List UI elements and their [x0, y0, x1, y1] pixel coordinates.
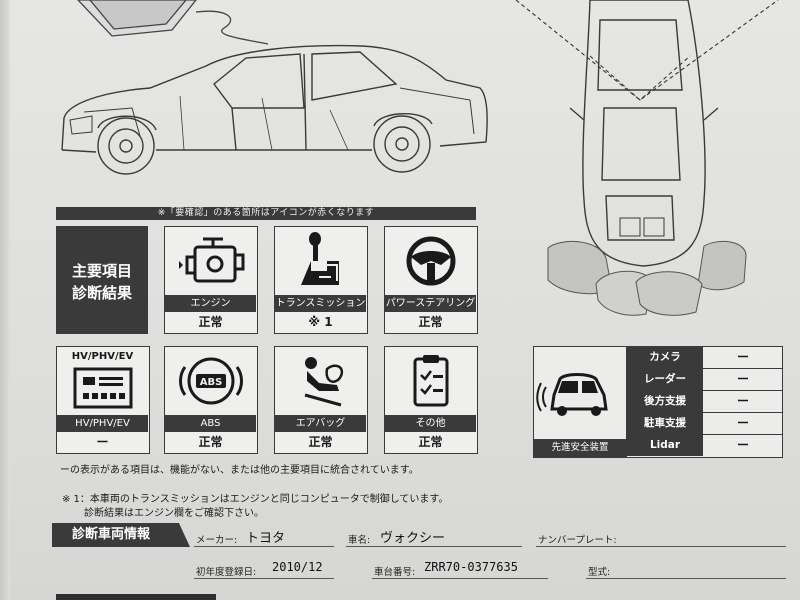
abs-icon: ABS	[179, 357, 243, 405]
tile-other-status: 正常	[418, 435, 443, 449]
side-view-car	[61, 44, 488, 175]
first-registration-underline	[194, 578, 334, 579]
footnote-1: ※ 1：本車両のトランスミッションはエンジンと同じコンピュータで制御しています。	[62, 494, 449, 505]
battery-icon	[73, 367, 133, 409]
tile-engine-label: エンジン	[165, 295, 256, 312]
adas-panel: 先進安全装置 カメラ ー レーダー ー 後方支援 ー 駐車支援 ー Lidar …	[533, 346, 783, 458]
first-registration-label: 初年度登録日:	[196, 567, 257, 578]
tile-engine: エンジン 正常	[164, 226, 258, 334]
model-code-underline	[586, 578, 786, 579]
main-result-heading: 主要項目 診断結果	[56, 226, 148, 334]
adas-row-rear-assist: 後方支援 ー	[627, 391, 782, 413]
model-code-label: 型式:	[588, 567, 611, 578]
tile-transmission-status: ※ 1	[308, 315, 333, 329]
tile-hv-label: HV/PHV/EV	[57, 415, 148, 432]
maker-value: トヨタ	[246, 531, 286, 546]
adas-row-label: 駐車支援	[627, 413, 703, 434]
adas-row-label: レーダー	[627, 369, 703, 390]
tile-hv-title: HV/PHV/EV	[71, 351, 134, 362]
footnote-2: 診断結果はエンジン欄をご確認下さい。	[84, 508, 264, 519]
tile-power-steering: パワーステアリング 正常	[384, 226, 478, 334]
model-label: 車名:	[348, 535, 371, 546]
tile-other: その他 正常	[384, 346, 478, 454]
model-underline	[346, 546, 522, 547]
paper-edge	[0, 0, 10, 600]
main-result-line2: 診断結果	[71, 284, 132, 302]
tile-transmission: トランスミッション ※ 1	[274, 226, 368, 334]
main-result-line1: 主要項目	[71, 262, 132, 280]
tile-transmission-label: トランスミッション	[275, 295, 366, 312]
adas-caption: 先進安全装置	[534, 439, 626, 457]
adas-row-value: ー	[736, 438, 749, 452]
chassis-number-label: 車台番号:	[374, 567, 416, 578]
warning-banner: ※「要確認」のある箇所はアイコンが赤くなります	[56, 207, 476, 220]
svg-text:ABS: ABS	[200, 377, 223, 388]
tile-airbag-label: エアバッグ	[275, 415, 366, 432]
plate-underline	[536, 546, 786, 547]
car-sensor-icon	[536, 373, 608, 416]
adas-row-label: 後方支援	[627, 391, 703, 412]
clipboard-icon	[413, 355, 449, 407]
parking-sensor-zones	[547, 240, 747, 316]
bottom-bar	[56, 594, 216, 600]
chassis-number-underline	[372, 578, 548, 579]
maker-underline	[194, 546, 334, 547]
shifter-icon	[301, 232, 339, 285]
tile-abs-status: 正常	[198, 435, 223, 449]
maker-label: メーカー:	[196, 535, 238, 546]
adas-row-lidar: Lidar ー	[627, 435, 782, 457]
tile-engine-status: 正常	[198, 315, 223, 329]
adas-row-label: Lidar	[627, 435, 703, 456]
tile-hv-phv-ev: HV/PHV/EV HV/PHV/EV ー	[56, 346, 150, 454]
chassis-number-value: ZRR70-0377635	[424, 560, 518, 574]
top-view-car	[569, 0, 719, 267]
plate-label: ナンバープレート:	[538, 535, 617, 546]
dash-note: ーの表示がある項目は、機能がない、または他の主要項目に統合されています。	[60, 465, 419, 476]
adas-row-value: ー	[736, 372, 749, 386]
laptop-icon	[77, 0, 269, 45]
tile-power-steering-label: パワーステアリング	[385, 295, 476, 312]
tile-power-steering-status: 正常	[418, 315, 443, 329]
tile-abs: ABS ABS 正常	[164, 346, 258, 454]
model-value: ヴォクシー	[380, 531, 446, 546]
adas-row-radar: レーダー ー	[627, 369, 782, 391]
vehicle-info-heading: 診断車両情報	[52, 523, 190, 547]
tile-airbag-status: 正常	[308, 435, 333, 449]
adas-row-value: ー	[736, 350, 749, 364]
steering-wheel-icon	[406, 236, 456, 286]
tile-airbag: エアバッグ 正常	[274, 346, 368, 454]
engine-icon	[179, 237, 245, 283]
adas-row-parking-assist: 駐車支援 ー	[627, 413, 782, 435]
first-registration-value: 2010/12	[272, 560, 323, 574]
tile-other-label: その他	[385, 415, 476, 432]
adas-row-label: カメラ	[627, 347, 703, 368]
sensor-coverage	[515, 0, 779, 101]
adas-row-value: ー	[736, 394, 749, 408]
airbag-icon	[304, 357, 344, 407]
adas-icon-cell: 先進安全装置	[534, 347, 627, 457]
adas-row-camera: カメラ ー	[627, 347, 782, 369]
tile-abs-label: ABS	[165, 415, 256, 432]
tile-hv-status: ー	[96, 435, 109, 449]
adas-row-value: ー	[736, 416, 749, 430]
